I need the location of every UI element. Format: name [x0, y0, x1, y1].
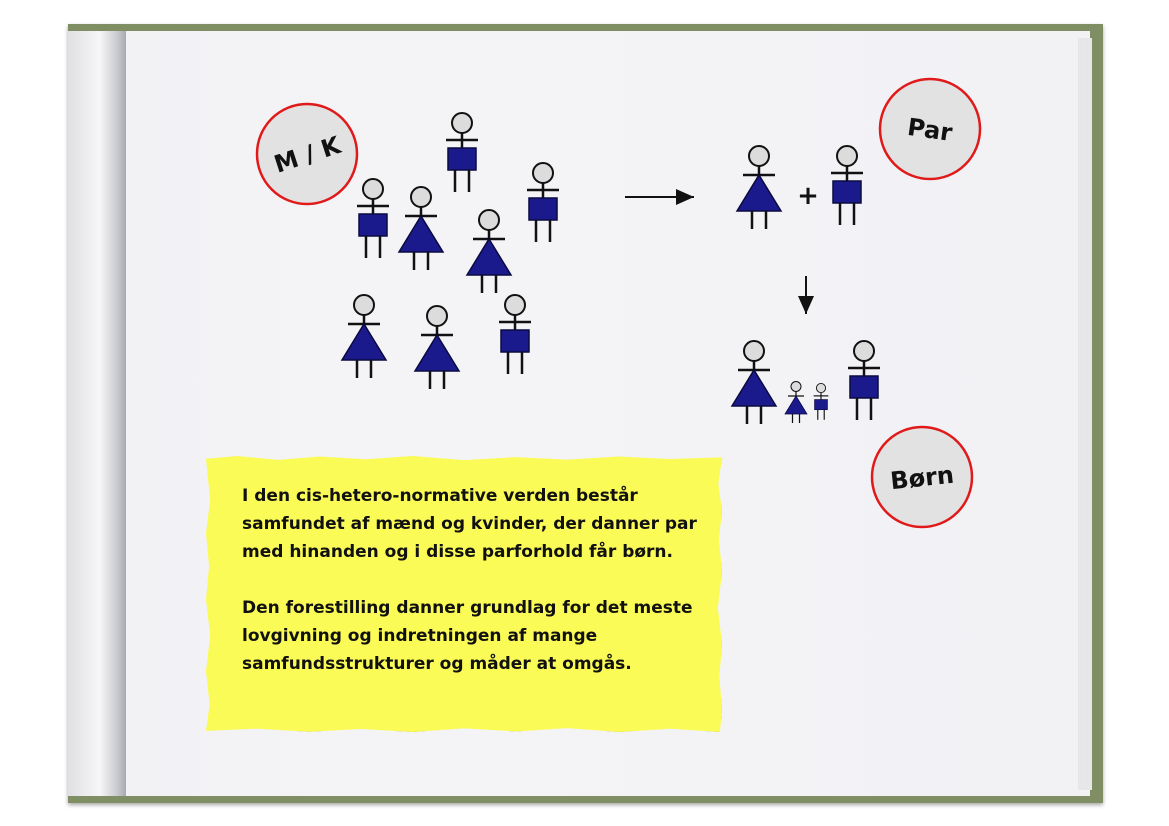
bubble-par-label: Par — [906, 113, 955, 147]
note-text: I den cis-hetero-normative verden består… — [242, 482, 702, 678]
family-group — [730, 339, 882, 426]
crowd-group — [340, 111, 561, 391]
note-paragraph-1: I den cis-hetero-normative verden består… — [242, 486, 697, 562]
bubble-born: Børn — [870, 425, 974, 529]
bubble-born-label: Børn — [889, 461, 955, 496]
child-male-figure — [813, 382, 829, 421]
female-figure — [397, 185, 445, 272]
male-figure — [846, 339, 882, 422]
male-figure — [525, 161, 561, 244]
page-stack-edge — [1078, 38, 1092, 790]
sticky-note: I den cis-hetero-normative verden består… — [206, 456, 722, 732]
bubble-mk: M / K — [255, 102, 359, 206]
female-figure — [340, 293, 388, 380]
female-figure — [465, 208, 513, 295]
couple-group: + — [735, 144, 865, 231]
male-figure — [497, 293, 533, 376]
child-female-figure — [784, 380, 808, 424]
female-figure — [730, 339, 778, 426]
male-figure — [829, 144, 865, 227]
bubble-par: Par — [878, 77, 982, 181]
male-figure — [355, 177, 391, 260]
male-figure — [444, 111, 480, 194]
page-curl — [68, 31, 126, 796]
female-figure — [413, 304, 461, 391]
note-paragraph-2: Den forestilling danner grundlag for det… — [242, 598, 693, 674]
female-figure — [735, 144, 783, 231]
plus-sign: + — [797, 181, 819, 211]
